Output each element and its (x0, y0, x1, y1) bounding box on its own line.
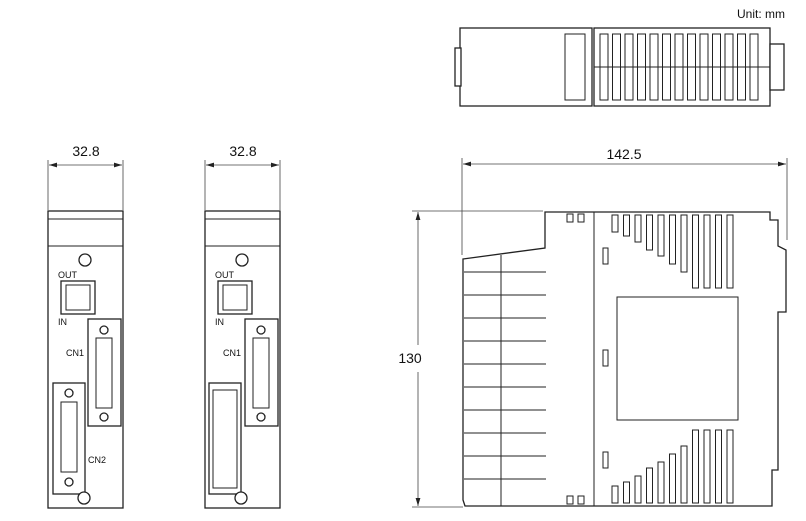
decorative-line (692, 429, 699, 504)
decorative-line (566, 213, 574, 223)
decorative-line (657, 461, 665, 504)
decorative-line (623, 214, 630, 237)
top-view (454, 27, 785, 107)
in-label: IN (58, 317, 67, 327)
out-label: OUT (215, 270, 235, 280)
cn1-label: CN1 (223, 348, 241, 358)
decorative-line (634, 475, 642, 504)
decorative-line (577, 213, 585, 223)
decorative-line (715, 214, 722, 289)
in-label: IN (215, 317, 224, 327)
cn2-label: CN2 (88, 455, 106, 465)
decorative-line (634, 214, 642, 243)
cn1-label: CN1 (66, 348, 84, 358)
decorative-line (726, 214, 734, 289)
width-dimension-1: 32.8 (72, 143, 99, 159)
decorative-line (680, 445, 688, 504)
decorative-line (577, 495, 585, 505)
decorative-line (715, 429, 722, 504)
decorative-line (646, 214, 653, 251)
decorative-line (669, 453, 676, 504)
front-view-module-2: 32.8 OUT IN CN1 (204, 143, 281, 509)
depth-dimension: 142.5 (606, 146, 641, 162)
decorative-line (566, 495, 574, 505)
unit-label: Unit: mm (737, 7, 785, 21)
decorative-line (703, 429, 711, 504)
out-label: OUT (58, 270, 78, 280)
width-dimension-2: 32.8 (229, 143, 256, 159)
front-view-module-1: 32.8 OUT IN CN1 CN2 (47, 143, 124, 509)
decorative-line (611, 214, 619, 233)
decorative-line (646, 467, 653, 504)
decorative-line (726, 429, 734, 504)
side-view: 142.5 130 (398, 146, 788, 508)
height-dimension: 130 (398, 350, 422, 366)
decorative-line (669, 214, 676, 265)
decorative-line (692, 214, 699, 289)
decorative-line (703, 214, 711, 289)
decorative-line (623, 481, 630, 504)
decorative-line (680, 214, 688, 273)
decorative-line (657, 214, 665, 257)
decorative-line (611, 485, 619, 504)
